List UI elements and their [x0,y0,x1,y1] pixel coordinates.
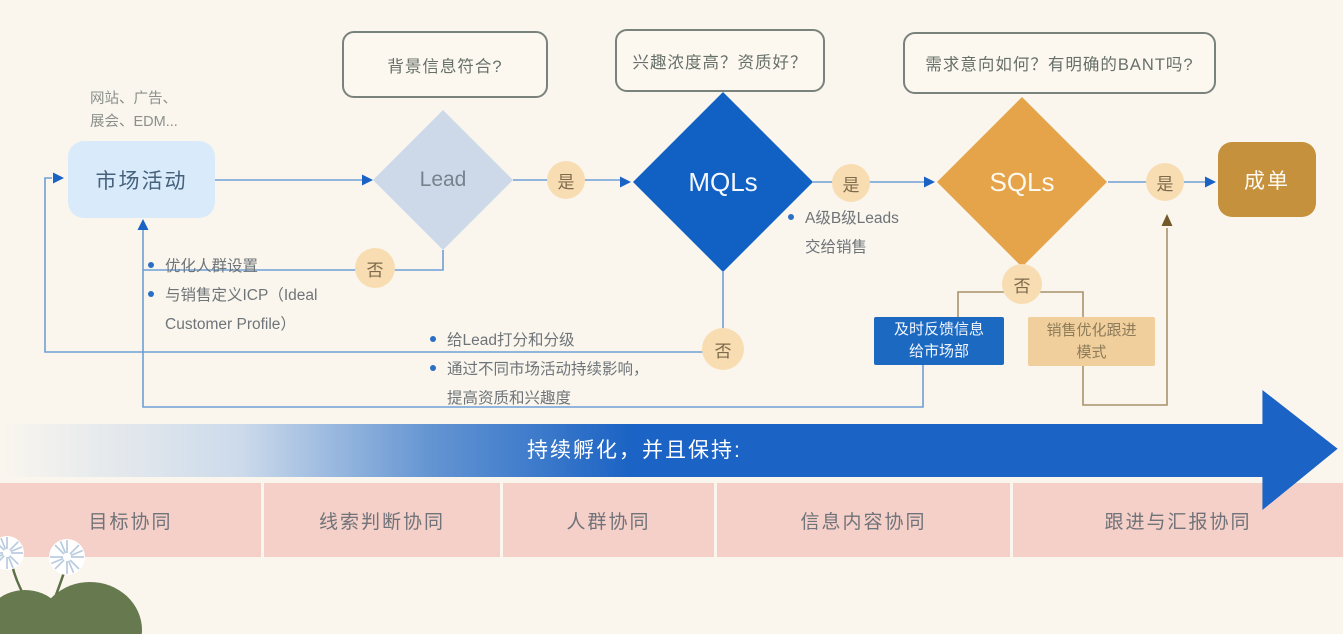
note-optimize-audience: 优化人群设置 与销售定义ICP（Ideal Customer Profile） [148,250,398,337]
bullet-dot [148,290,154,297]
note-handoff-to-sales: A级B级Leads 交给销售 [788,202,968,260]
pillar-lead-judgment: 线索判断协同 [264,483,500,557]
callout-sqls-question: 需求意向如何？有明确的BANT吗? [903,32,1216,94]
note-text: 给Lead打分和分级 [447,331,575,349]
note-lead-scoring: 给Lead打分和分级 通过不同市场活动持续影响， 提高资质和兴趣度 [430,324,720,411]
note-line: 交给销售 [805,231,968,260]
note-line: Customer Profile） [165,308,398,337]
mqls-label: MQLs [688,166,758,197]
deal-label: 成单 [1244,169,1290,193]
no-badge-lead: 否 [355,248,395,288]
note-line: 与销售定义ICP（Ideal [148,279,398,308]
pillar-audience: 人群协同 [503,483,714,557]
callout-mqls-question: 兴趣浓度高？资质好？ [615,29,825,92]
note-line: A级B级Leads [788,202,968,231]
note-line: 通过不同市场活动持续影响， [430,353,720,382]
note-text: 交给销售 [805,238,868,256]
pillar-goal-alignment: 目标协同 [0,483,261,557]
blue-arrowheads [53,172,1216,230]
yes-badge-sqls: 是 [1146,163,1184,201]
no-badge-mqls: 否 [702,328,744,370]
note-text: 通过不同市场活动持续影响， [447,360,649,378]
dandelion-flower [0,536,24,570]
yes-badge-mqls: 是 [832,164,870,202]
plant-decoration [0,536,142,634]
pillar-content: 信息内容协同 [717,483,1010,557]
yes-badge-lead: 是 [547,161,585,199]
note-text: 与销售定义ICP（Ideal [165,286,318,304]
note-text: A级B级Leads [805,209,899,227]
pillar-followup-report: 跟进与汇报协同 [1013,483,1343,557]
stage-deal: 成单 [1218,142,1316,217]
nurture-banner-text: 持续孵化，并且保持: [527,439,742,462]
stage-market-activity-label: 市场活动 [95,169,188,193]
sales-followup-box: 销售优化跟进 模式 [1028,317,1155,366]
sqls-label: SQLs [989,166,1055,197]
note-text: 提高资质和兴趣度 [447,389,572,407]
bullet-dot [148,261,154,268]
note-line: 提高资质和兴趣度 [447,382,720,411]
tan-arrowhead [1161,214,1173,226]
note-line: 优化人群设置 [148,250,398,279]
lead-sources-note: 网站、广告、 展会、EDM... [90,91,178,130]
no-badge-sqls: 否 [1002,264,1042,304]
stage-market-activity: 市场活动 [68,141,215,218]
note-text: 优化人群设置 [165,257,259,275]
tan-connectors [957,228,1168,406]
feedback-to-marketing-box: 及时反馈信息 给市场部 [874,317,1004,365]
callout-lead-question: 背景信息符合? [342,31,548,98]
note-text: Customer Profile） [165,315,296,333]
bullet-dot [788,213,794,220]
bullet-dot [430,335,436,342]
lead-label: Lead [419,168,467,191]
dandelion-flower [49,539,85,575]
blue-connectors [44,177,1205,408]
note-line: 给Lead打分和分级 [430,324,720,353]
bullet-dot [430,364,436,371]
